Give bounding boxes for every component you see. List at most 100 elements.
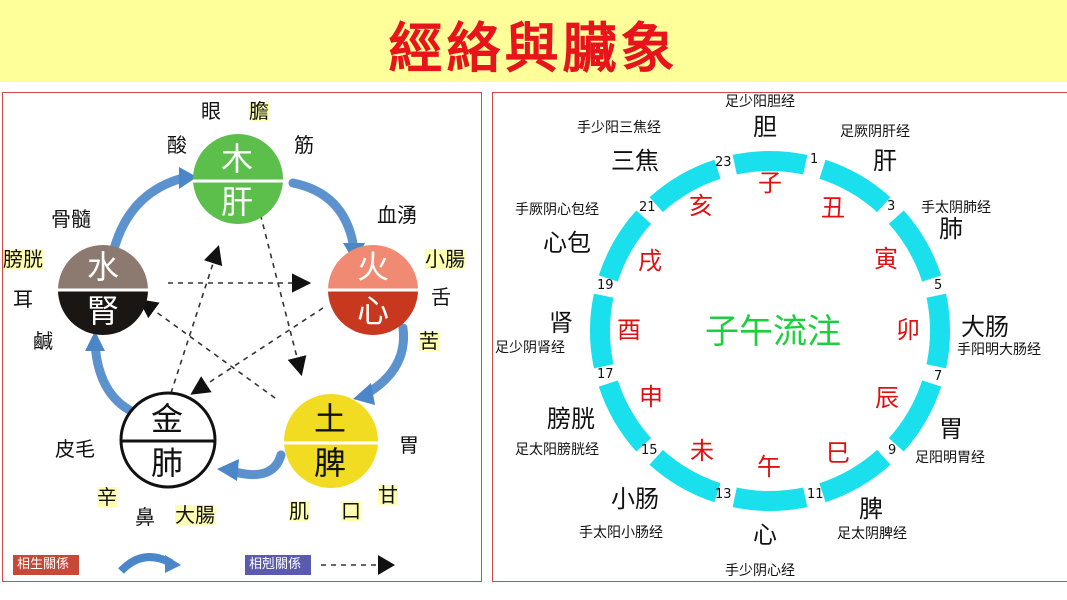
organ-kidney: 肾: [549, 309, 573, 337]
legend-sheng-arrow: [118, 553, 173, 574]
branch-mao: 卯: [896, 316, 920, 344]
five-elements-diagram: [13, 134, 418, 575]
branch-chou: 丑: [821, 194, 845, 222]
metal-label-skin: 皮毛: [55, 437, 95, 461]
organ-large-intestine: 大肠: [961, 313, 1009, 341]
fire-organ-label: 心: [357, 292, 390, 330]
meridian-sanjiao: 手少阳三焦经: [577, 120, 661, 136]
ring-segment: [819, 159, 891, 213]
organ-bladder: 膀胱: [547, 405, 595, 433]
hour-17: 17: [597, 367, 614, 382]
fire-circle: [328, 245, 418, 335]
ring-segment: [888, 210, 942, 282]
water-label-salty: 鹹: [33, 329, 53, 353]
ring-segment: [926, 293, 950, 369]
legend-sheng-box: [13, 555, 79, 575]
fire-label-tongue: 舌: [431, 285, 451, 309]
earth-label-mouth: 口: [341, 499, 361, 523]
earth-circle: [284, 394, 378, 488]
ring-segment: [590, 293, 614, 369]
branch-wu: 午: [757, 453, 781, 481]
hour-11: 11: [807, 487, 824, 502]
organ-small-intestine: 小肠: [611, 485, 659, 513]
wood-organ-label: 肝: [221, 183, 254, 221]
wood-circle: [193, 134, 283, 224]
wood-label-tendon: 筋: [294, 133, 314, 157]
organ-lung: 肺: [939, 215, 963, 243]
meridian-spleen: 足太阴脾经: [837, 526, 907, 542]
hour-7: 7: [934, 369, 943, 384]
ring-segment: [598, 380, 652, 452]
meridian-kidney: 足少阴肾经: [495, 340, 565, 356]
ring-segment: [819, 449, 891, 503]
hour-19: 19: [597, 278, 614, 293]
five-elements-panel: 木 肝 火 心 土 脾 金 肺 水 腎 眼 膽 酸 筋 血湧 小腸 舌 苦 胃 …: [2, 92, 482, 582]
branch-xu: 戌: [638, 247, 662, 275]
ring-segment: [649, 449, 721, 503]
wood-element-label: 木: [221, 140, 254, 178]
ring-segment: [732, 151, 808, 175]
branch-zi: 子: [758, 169, 782, 197]
earth-organ-label: 脾: [314, 444, 347, 482]
meridian-lung: 手太阴肺经: [921, 200, 991, 216]
water-label-ear: 耳: [13, 287, 33, 311]
ring-segment: [649, 159, 721, 213]
legend-ke-label: 相剋關係: [249, 557, 302, 572]
ring-segment: [888, 380, 942, 452]
wood-label-gallbladder: 膽: [249, 99, 269, 123]
metal-circle: [119, 391, 217, 489]
fire-label-small-intestine: 小腸: [425, 247, 465, 271]
ring-segment: [732, 487, 808, 511]
hour-21: 21: [639, 200, 656, 215]
branch-yin: 寅: [874, 245, 898, 273]
branch-hai: 亥: [689, 192, 713, 220]
earth-label-stomach: 胃: [399, 433, 419, 457]
hour-13: 13: [715, 487, 732, 502]
meridian-heart: 手少阴心经: [725, 563, 795, 579]
meridian-bladder: 足太阳膀胱经: [515, 442, 599, 458]
hour-3: 3: [887, 199, 896, 214]
ke-arrows: [138, 204, 324, 399]
ring-segment: [598, 210, 652, 282]
branch-wei: 未: [690, 437, 714, 465]
branch-you: 酉: [617, 316, 641, 344]
earth-element-label: 土: [314, 400, 347, 438]
water-organ-label: 腎: [87, 292, 120, 330]
organ-heart: 心: [753, 521, 777, 549]
organ-pericardium: 心包: [543, 229, 591, 257]
meridian-pericardium: 手厥阴心包经: [515, 202, 599, 218]
branch-shen: 申: [639, 383, 663, 411]
water-circle: [58, 245, 148, 335]
fire-label-blood: 血湧: [377, 203, 417, 227]
sheng-arrows: [90, 173, 409, 480]
meridian-liver: 足厥阴肝经: [840, 124, 910, 140]
organ-spleen: 脾: [859, 495, 883, 523]
metal-organ-label: 肺: [151, 444, 184, 482]
hour-1: 1: [810, 152, 819, 167]
title-banner: 經絡與臟象: [0, 0, 1067, 82]
earth-label-sweet: 甘: [378, 483, 398, 507]
water-label-bladder: 膀胱: [3, 247, 43, 271]
organ-stomach: 胃: [939, 415, 963, 443]
meridian-clock-ring: [590, 151, 950, 511]
metal-label-pungent: 辛: [97, 485, 117, 509]
fire-label-bitter: 苦: [419, 329, 439, 353]
water-label-marrow: 骨髓: [51, 207, 91, 231]
meridian-stomach: 足阳明胃经: [915, 450, 985, 466]
meridian-gallbladder: 足少阳胆经: [725, 94, 795, 110]
organ-sanjiao: 三焦: [611, 147, 659, 175]
metal-element-label: 金: [151, 400, 184, 438]
branch-chen: 辰: [875, 384, 899, 412]
wood-label-eye: 眼: [201, 99, 221, 123]
hour-15: 15: [641, 443, 658, 458]
wood-label-sour: 酸: [167, 133, 187, 157]
meridian-small-intestine: 手太阳小肠经: [579, 525, 663, 541]
hour-23: 23: [715, 155, 732, 170]
metal-label-nose: 鼻: [135, 505, 155, 529]
organ-gallbladder: 胆: [753, 113, 777, 141]
meridian-large-intestine: 手阳明大肠经: [957, 342, 1041, 358]
hour-5: 5: [934, 278, 943, 293]
organ-liver: 肝: [873, 147, 897, 175]
branch-si: 巳: [826, 439, 850, 467]
page-title: 經絡與臟象: [388, 17, 679, 80]
